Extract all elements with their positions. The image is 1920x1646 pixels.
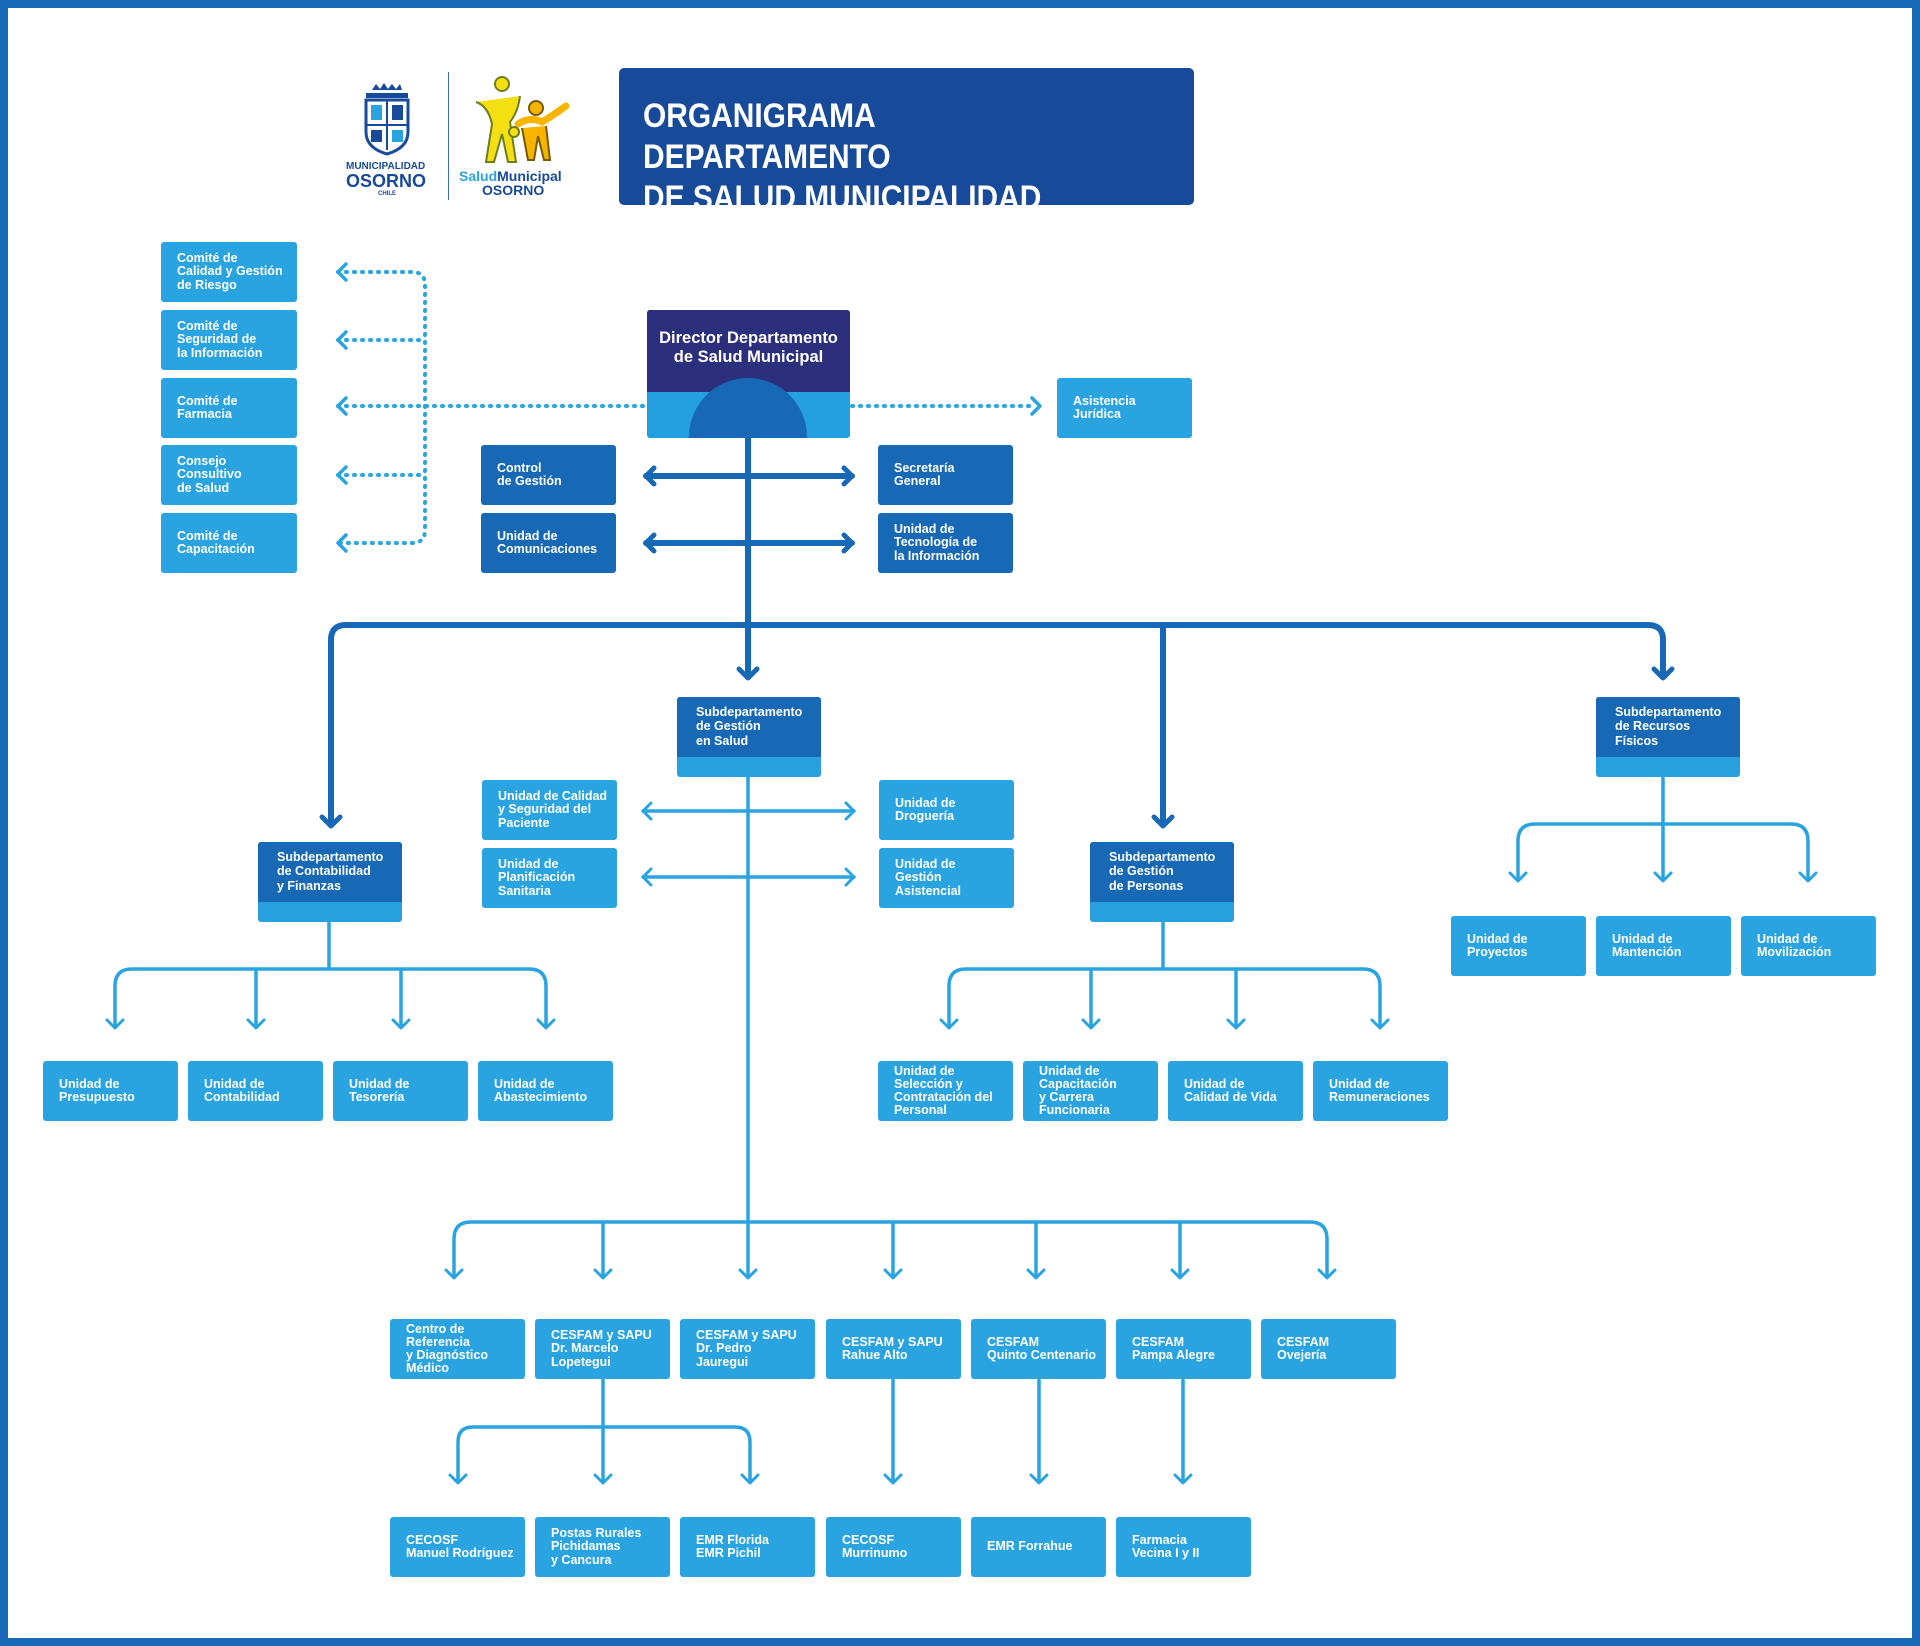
light-arrowheads bbox=[105, 801, 1818, 1485]
unidad-gestion-asistencial: Unidad de Gestión Asistencial bbox=[879, 848, 1014, 908]
director-box: Director Departamento de Salud Municipal bbox=[647, 310, 850, 438]
cesfam-pampa-alegre: CESFAM Pampa Alegre bbox=[1116, 1319, 1251, 1379]
unidad-abastecimiento: Unidad de Abastecimiento bbox=[478, 1061, 613, 1121]
cesfam-jauregui: CESFAM y SAPU Dr. Pedro Jauregui bbox=[680, 1319, 815, 1379]
unidad-calidad-vida: Unidad de Calidad de Vida bbox=[1168, 1061, 1303, 1121]
subdepartamento-label: Subdepartamento de Gestión en Salud bbox=[677, 697, 821, 757]
cesfam-rahue-alto: CESFAM y SAPU Rahue Alto bbox=[826, 1319, 961, 1379]
logo-chile-text: CHILE bbox=[378, 191, 396, 197]
committee-calidad-riesgo: Comité de Calidad y Gestión de Riesgo bbox=[161, 242, 297, 302]
cesfam-lopetegui: CESFAM y SAPU Dr. Marcelo Lopetegui bbox=[535, 1319, 670, 1379]
logo-municipal-word: Municipal bbox=[497, 168, 562, 184]
unidad-seleccion-contratacion: Unidad de Selección y Contratación del P… bbox=[878, 1061, 1013, 1121]
subdepartamento-recursos-fisicos: Subdepartamento de Recursos Físicos bbox=[1596, 697, 1740, 777]
title-banner: ORGANIGRAMA DEPARTAMENTO DE SALUD MUNICI… bbox=[619, 68, 1194, 257]
unidad-contabilidad: Unidad de Contabilidad bbox=[188, 1061, 323, 1121]
salud-municipal-logo: SaludMunicipal OSORNO bbox=[458, 76, 576, 200]
unidad-capacitacion-carrera: Unidad de Capacitación y Carrera Funcion… bbox=[1023, 1061, 1158, 1121]
logo-salud-text: SaludMunicipal bbox=[459, 168, 562, 184]
director-label: Director Departamento de Salud Municipal bbox=[659, 329, 838, 367]
cesfam-quinto-centenario: CESFAM Quinto Centenario bbox=[971, 1319, 1106, 1379]
asistencia-juridica: Asistencia Jurídica bbox=[1057, 378, 1192, 438]
subdepartamento-contabilidad: Subdepartamento de Contabilidad y Finanz… bbox=[258, 842, 402, 922]
subdepartamento-label: Subdepartamento de Contabilidad y Finanz… bbox=[258, 842, 402, 902]
unidad-comunicaciones: Unidad de Comunicaciones bbox=[481, 513, 616, 573]
logo-salud-word: Salud bbox=[459, 168, 498, 184]
consejo-consultivo: Consejo Consultivo de Salud bbox=[161, 445, 297, 505]
page-title: ORGANIGRAMA DEPARTAMENTO DE SALUD MUNICI… bbox=[643, 96, 1128, 259]
subdepartamento-label: Subdepartamento de Gestión de Personas bbox=[1090, 842, 1234, 902]
coat-of-arms-icon bbox=[364, 83, 410, 156]
unidad-tesoreria: Unidad de Tesorería bbox=[333, 1061, 468, 1121]
title-line-2: DE SALUD MUNICIPALIDAD OSORNO. bbox=[643, 178, 1042, 258]
logo-divider bbox=[448, 72, 449, 200]
emr-florida-pichil: EMR Florida EMR Pichil bbox=[680, 1517, 815, 1577]
secretaria-general: Secretaría General bbox=[878, 445, 1013, 505]
unidad-planificacion: Unidad de Planificación Sanitaria bbox=[482, 848, 617, 908]
dotted-arrowheads bbox=[336, 262, 1042, 553]
main-hierarchy-lines bbox=[328, 435, 1666, 823]
centro-referencia-diagnostico: Centro de Referencia y Diagnóstico Médic… bbox=[390, 1319, 525, 1379]
logo-municipalidad-text: MUNICIPALIDAD bbox=[346, 161, 426, 172]
municipalidad-osorno-logo: MUNICIPALIDAD OSORNO CHILE bbox=[342, 80, 432, 198]
emr-forrahue: EMR Forrahue bbox=[971, 1517, 1106, 1577]
subdepartamento-label: Subdepartamento de Recursos Físicos bbox=[1596, 697, 1740, 757]
committee-farmacia: Comité de Farmacia bbox=[161, 378, 297, 438]
logo-salud-osorno-text: OSORNO bbox=[482, 182, 545, 198]
main-arrowheads bbox=[319, 465, 1675, 829]
unidad-remuneraciones: Unidad de Remuneraciones bbox=[1313, 1061, 1448, 1121]
farmacia-vecina: Farmacia Vecina I y II bbox=[1116, 1517, 1251, 1577]
dotted-committee-lines bbox=[336, 270, 1032, 545]
subdepartamento-gestion-salud: Subdepartamento de Gestión en Salud bbox=[677, 697, 821, 777]
unidad-movilizacion: Unidad de Movilización bbox=[1741, 916, 1876, 976]
title-line-1: ORGANIGRAMA DEPARTAMENTO bbox=[643, 97, 891, 176]
unidad-calidad-seguridad: Unidad de Calidad y Seguridad del Pacien… bbox=[482, 780, 617, 840]
unidad-tecnologia: Unidad de Tecnología de la Información bbox=[878, 513, 1013, 573]
light-branch-lines bbox=[113, 774, 1810, 1484]
cesfam-ovejeria: CESFAM Ovejería bbox=[1261, 1319, 1396, 1379]
unidad-proyectos: Unidad de Proyectos bbox=[1451, 916, 1586, 976]
unidad-drogueria: Unidad de Droguería bbox=[879, 780, 1014, 840]
control-gestion: Control de Gestión bbox=[481, 445, 616, 505]
family-figures-icon bbox=[475, 76, 570, 163]
committee-capacitacion: Comité de Capacitación bbox=[161, 513, 297, 573]
postas-rurales: Postas Rurales Pichidamas y Cancura bbox=[535, 1517, 670, 1577]
logo-osorno-text: OSORNO bbox=[346, 171, 427, 191]
cecosf-manuel-rodriguez: CECOSF Manuel Rodríguez bbox=[390, 1517, 525, 1577]
unidad-mantencion: Unidad de Mantención bbox=[1596, 916, 1731, 976]
committee-seguridad-informacion: Comité de Seguridad de la Información bbox=[161, 310, 297, 370]
cecosf-murrinumo: CECOSF Murrinumo bbox=[826, 1517, 961, 1577]
subdepartamento-personas: Subdepartamento de Gestión de Personas bbox=[1090, 842, 1234, 922]
unidad-presupuesto: Unidad de Presupuesto bbox=[43, 1061, 178, 1121]
